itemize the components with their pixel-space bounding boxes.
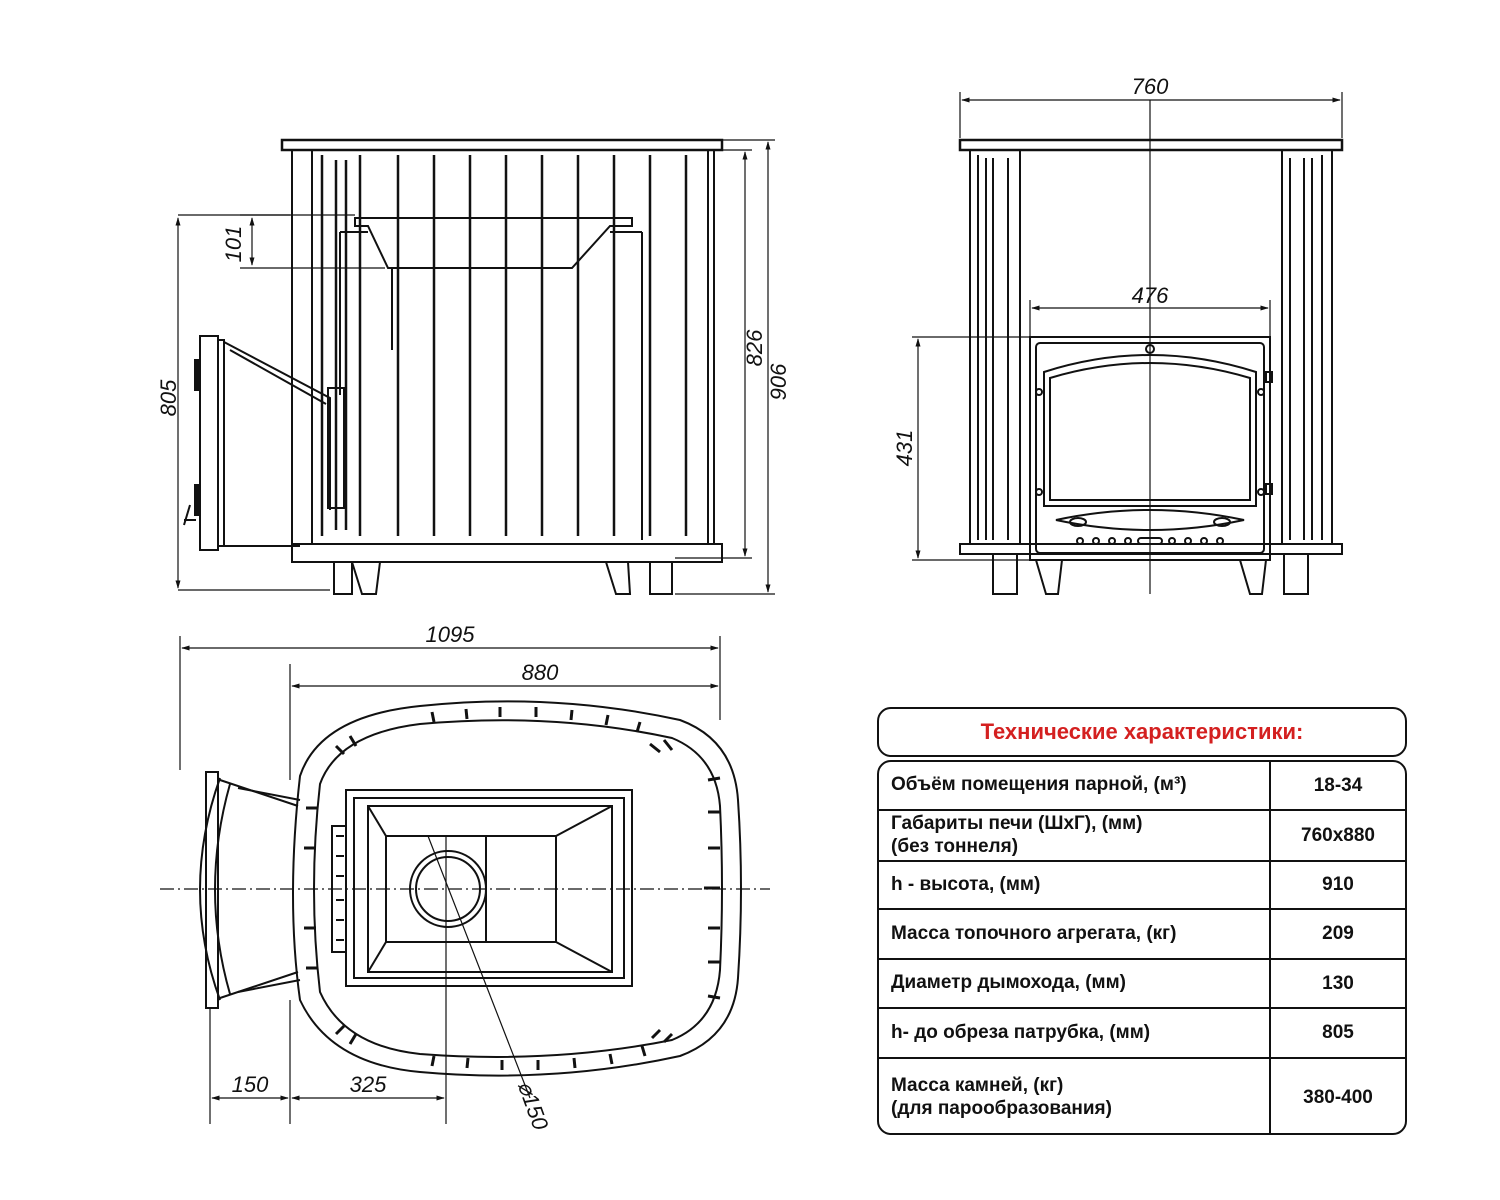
side-leg-left: [333, 561, 353, 595]
spec-row-room-volume: Объём помещения парной, (м³) 18-34: [879, 762, 1405, 811]
dim-side-805: 805: [156, 379, 181, 416]
spec-label: Масса камней, (кг) (для парообразования): [879, 1059, 1271, 1133]
front-leg-left: [992, 553, 1018, 595]
side-view: [183, 138, 724, 595]
spec-value: 130: [1322, 972, 1354, 994]
dim-top-880: 880: [522, 660, 559, 685]
side-slats: [320, 155, 688, 536]
spec-value: 18-34: [1313, 774, 1363, 796]
top-tunnel: [199, 777, 221, 1001]
top-dimensions: [160, 636, 770, 1124]
front-leg-right: [1283, 553, 1309, 595]
dim-top-1095: 1095: [426, 622, 476, 647]
specs-title: Технические характеристики:: [877, 707, 1407, 757]
specs-table: Объём помещения парной, (м³) 18-34 Габар…: [877, 760, 1407, 1135]
front-top-lid: [958, 138, 1344, 152]
spec-label: Габариты печи (ШхГ), (мм) (без тоннеля): [879, 811, 1271, 860]
spec-value: 910: [1322, 874, 1354, 895]
spec-row-firebox-mass: Масса топочного агрегата, (кг) 209: [879, 910, 1405, 960]
spec-label: h- до обреза патрубка, (мм): [879, 1009, 1271, 1057]
spec-row-height: h - высота, (мм) 910: [879, 862, 1405, 910]
spec-value: 380-400: [1303, 1087, 1373, 1108]
side-base: [291, 543, 723, 563]
front-dimensions: [912, 92, 1343, 594]
spec-row-pipe-height: h- до обреза патрубка, (мм) 805: [879, 1009, 1405, 1059]
side-door: [199, 335, 219, 551]
spec-row-stones-mass: Масса камней, (кг) (для парообразования)…: [879, 1059, 1405, 1133]
spec-value: 209: [1322, 923, 1354, 944]
dim-side-826: 826: [742, 329, 767, 366]
spec-label: Диаметр дымохода, (мм): [879, 960, 1271, 1007]
spec-value: 760x880: [1301, 824, 1375, 846]
spec-row-chimney-diameter: Диаметр дымохода, (мм) 130: [879, 960, 1405, 1009]
top-outer-shell: [292, 700, 742, 1077]
top-inner-shell: [313, 719, 723, 1058]
spec-label: h - высота, (мм): [879, 862, 1271, 908]
side-dimensions: [175, 139, 775, 595]
side-top-lid: [280, 138, 724, 152]
top-vent-ticks: [304, 707, 721, 1070]
spec-value: 805: [1322, 1022, 1354, 1043]
side-water-tank: [354, 217, 633, 269]
spec-label: Масса топочного агрегата, (кг): [879, 910, 1271, 958]
dim-front-476: 476: [1132, 283, 1169, 308]
dim-side-101: 101: [221, 226, 246, 263]
dim-front-431: 431: [892, 430, 917, 467]
dim-top-diameter-150: ⌀150: [513, 1078, 554, 1134]
dim-side-906: 906: [766, 363, 791, 400]
spec-row-dimensions: Габариты печи (ШхГ), (мм) (без тоннеля) …: [879, 811, 1405, 862]
dim-top-150: 150: [232, 1072, 269, 1097]
front-view: [958, 138, 1344, 595]
side-leg-right: [649, 561, 673, 595]
front-door-glass: [1043, 354, 1257, 507]
dim-top-325: 325: [350, 1072, 387, 1097]
spec-label: Объём помещения парной, (м³): [879, 762, 1271, 809]
dim-front-760: 760: [1132, 74, 1169, 99]
